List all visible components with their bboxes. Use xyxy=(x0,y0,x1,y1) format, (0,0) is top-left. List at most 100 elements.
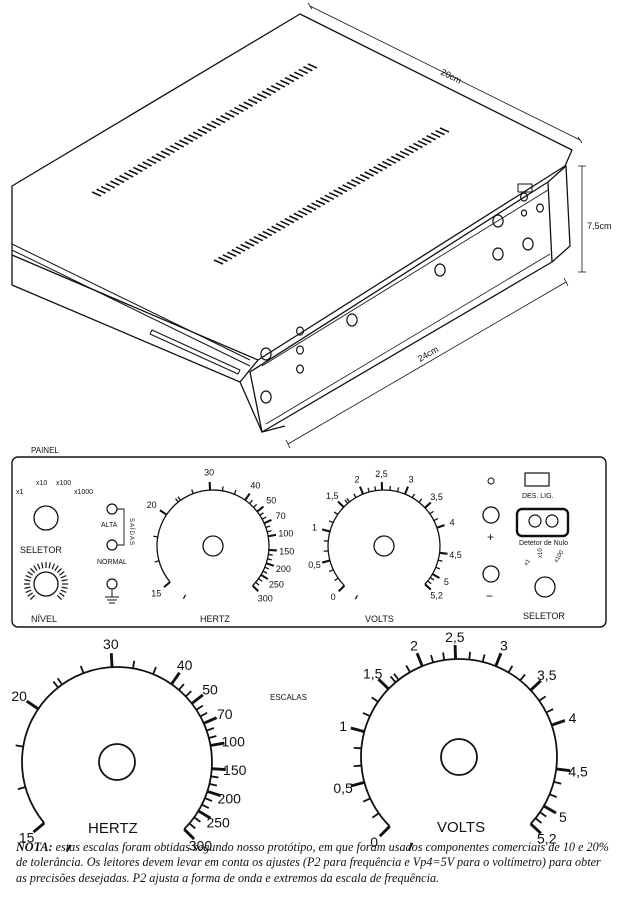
vent-slot xyxy=(100,185,111,192)
range-label: x100 xyxy=(56,480,71,487)
dial-tick-label: 200 xyxy=(276,564,291,574)
dimension-height-line xyxy=(578,165,586,273)
level-tick xyxy=(27,592,34,597)
dial-minor-tick xyxy=(553,780,562,785)
level-tick xyxy=(56,568,62,574)
panel-hole xyxy=(260,347,272,361)
panel-hole xyxy=(519,192,528,202)
level-tick xyxy=(58,592,65,597)
dial-major-tick xyxy=(265,562,275,567)
dial-minor-tick xyxy=(191,489,194,494)
cabinet-panel-holes xyxy=(260,192,544,404)
panel-title: PAINEL xyxy=(31,446,59,455)
vent-slot xyxy=(298,68,309,75)
dial-minor-tick xyxy=(178,683,185,691)
dial-major-tick xyxy=(529,679,542,692)
vent-slot xyxy=(270,85,281,91)
outputs-bracket xyxy=(117,508,125,546)
vent-slot xyxy=(211,120,221,126)
dial-tick-label: 300 xyxy=(258,593,273,603)
dial-minor-tick xyxy=(255,581,260,586)
dial-minor-tick xyxy=(334,577,339,582)
panel-hole xyxy=(296,326,305,336)
level-tick xyxy=(51,563,55,570)
dial-major-tick xyxy=(321,559,331,564)
vent-slot xyxy=(96,188,106,195)
vent-slot xyxy=(128,169,139,175)
dial-minor-tick xyxy=(438,559,443,562)
vent-slot xyxy=(220,115,231,121)
level-label: NÍVEL xyxy=(31,614,57,624)
dial-tick-label: 3,5 xyxy=(430,492,443,502)
dial-minor-tick xyxy=(430,654,434,663)
dial-minor-tick xyxy=(534,817,543,824)
vent-slot xyxy=(320,197,330,203)
dial-tick-label: 3 xyxy=(408,474,413,484)
vent-slot xyxy=(439,127,450,133)
dial-knob xyxy=(202,535,224,557)
dial-major-tick xyxy=(321,528,331,533)
level-tick xyxy=(30,594,36,600)
dial-arc xyxy=(360,658,558,827)
dial-tick-label: 3 xyxy=(500,638,508,654)
dimension-depth-label: 24cm xyxy=(416,344,440,364)
dial-minor-tick xyxy=(405,665,411,673)
vent-slot xyxy=(297,210,308,216)
minus-jack xyxy=(482,565,500,583)
level-tick xyxy=(25,589,32,593)
dial-tick-label: 15 xyxy=(151,589,161,599)
null-detector-jack-right xyxy=(545,514,559,528)
dial-major-tick xyxy=(431,573,440,579)
panel-hole xyxy=(434,263,446,277)
dial-major-tick xyxy=(551,719,566,727)
dimension-width-line xyxy=(307,2,583,144)
vent-slot xyxy=(156,153,166,159)
vent-slot xyxy=(249,238,259,245)
dial-major-tick xyxy=(338,584,346,592)
dial-minor-tick xyxy=(362,712,371,717)
vent-slot xyxy=(390,155,401,162)
plus-label: + xyxy=(487,530,494,544)
level-tick xyxy=(33,565,38,572)
dial-tick-label: 4 xyxy=(450,518,455,528)
level-tick xyxy=(30,568,36,574)
power-switch-label: DES. LIG. xyxy=(522,493,554,500)
dial-minor-tick xyxy=(267,530,272,533)
vent-slot xyxy=(359,173,370,180)
dial-minor-tick xyxy=(265,525,271,529)
dial-minor-tick xyxy=(206,727,215,732)
dial-knob xyxy=(440,738,478,776)
panel-volts-dial: 00,511,522,533,544,555,2 xyxy=(308,469,462,602)
dial-minor-tick xyxy=(177,496,182,501)
meter-range-label: x100 xyxy=(554,549,566,564)
dial-minor-tick xyxy=(418,498,423,503)
dial-tick-label: 2,5 xyxy=(445,629,465,645)
panel-hole xyxy=(520,209,528,217)
dial-major-tick xyxy=(543,804,557,815)
dial-minor-tick xyxy=(433,517,439,522)
vent-slot xyxy=(105,183,116,189)
dial-tick-label: 40 xyxy=(177,657,193,673)
dial-tick-label: 30 xyxy=(204,467,214,477)
vent-slot xyxy=(293,212,304,219)
vent-slot xyxy=(303,65,313,72)
dial-minor-tick xyxy=(209,783,218,787)
dial-tick-label: 150 xyxy=(223,762,247,778)
dial-major-tick xyxy=(267,533,277,538)
dial-minor-tick xyxy=(259,512,264,516)
cabinet-slot xyxy=(149,329,241,375)
vent-slot xyxy=(266,87,276,94)
minus-label: − xyxy=(486,589,493,603)
dial-major-tick xyxy=(244,492,251,501)
vent-slot xyxy=(373,166,383,172)
dial-minor-tick xyxy=(201,803,210,809)
dial-minor-tick xyxy=(152,666,157,675)
vent-slot xyxy=(222,254,233,260)
dial-major-tick xyxy=(424,501,432,509)
level-tick xyxy=(37,563,41,570)
dial-tick-label: 5 xyxy=(444,577,449,587)
meter-range-label: x10 xyxy=(538,548,544,558)
dial-major-tick xyxy=(170,671,181,686)
